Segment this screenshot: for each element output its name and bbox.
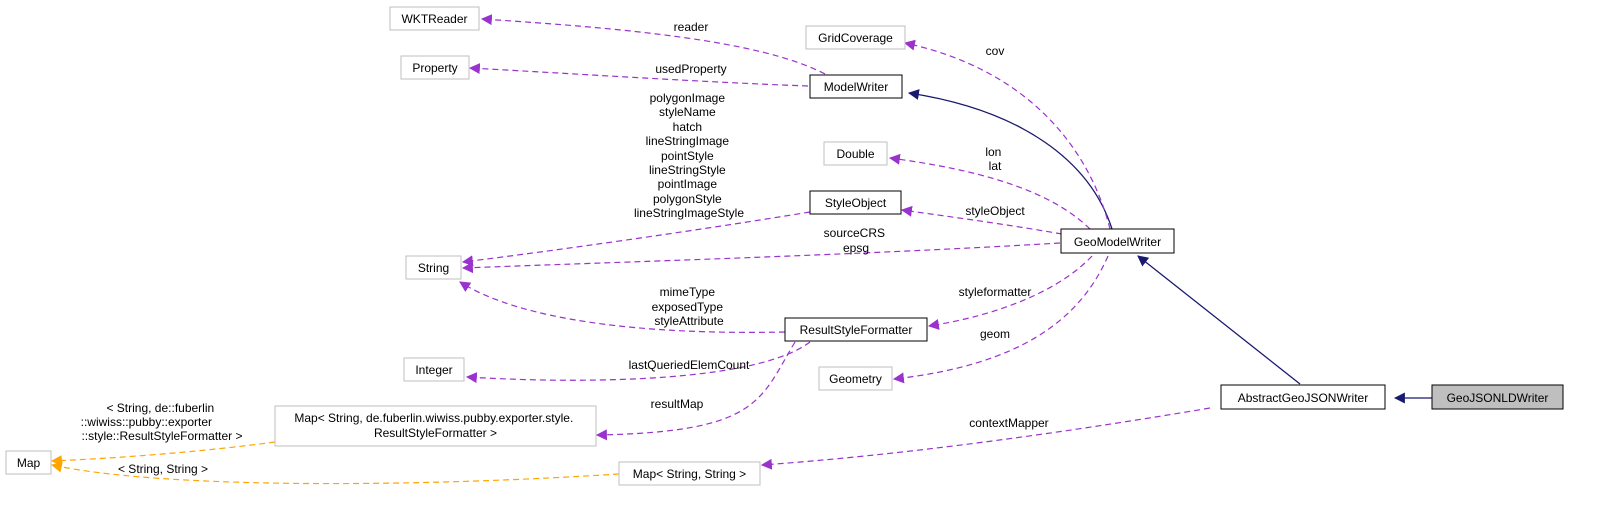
svg-text:GeoModelWriter: GeoModelWriter: [1074, 235, 1161, 249]
svg-text:GridCoverage: GridCoverage: [818, 31, 893, 45]
edge-label-reader: reader: [674, 20, 709, 34]
node-double[interactable]: Double: [823, 141, 888, 166]
node-geomodelwriter[interactable]: GeoModelWriter: [1060, 228, 1175, 254]
node-modelwriter[interactable]: ModelWriter: [809, 74, 903, 99]
edge-label-geom: geom: [980, 327, 1010, 341]
edge-mapstring-to-map: [50, 461, 620, 485]
node-geometry[interactable]: Geometry: [818, 366, 893, 391]
svg-text:StyleObject: StyleObject: [825, 196, 887, 210]
edge-label-styleobject: styleObject: [965, 204, 1025, 218]
edge-label-usedproperty: usedProperty: [655, 62, 726, 76]
node-property[interactable]: Property: [400, 55, 470, 80]
svg-text:Integer: Integer: [415, 363, 452, 377]
node-map-string-resultstyleformatter[interactable]: Map< String, de.fuberlin.wiwiss.pubby.ex…: [274, 405, 597, 447]
node-integer[interactable]: Integer: [403, 357, 465, 382]
edge-label-lon-lat: lon lat: [985, 145, 1004, 173]
svg-text:ResultStyleFormatter: ResultStyleFormatter: [800, 323, 913, 337]
node-abstractgeojsonwriter[interactable]: AbstractGeoJSONWriter: [1220, 384, 1386, 410]
svg-text:GeoJSONLDWriter: GeoJSONLDWriter: [1447, 391, 1549, 405]
svg-text:ModelWriter: ModelWriter: [824, 80, 888, 94]
edge-label-lastqueriedelemcount: lastQueriedElemCount: [629, 358, 750, 372]
edge-geomodelwriter-styleobject: [900, 205, 1063, 235]
edge-label-string-from-formatter: mimeType exposedType styleAttribute: [652, 285, 727, 328]
edge-label-styleformatter: styleformatter: [959, 285, 1032, 299]
edge-modelwriter-usedproperty-property: [468, 63, 809, 87]
svg-text:Map< String, String >: Map< String, String >: [633, 467, 746, 481]
edge-resultstyleformatter-resultmap-map: [595, 341, 796, 441]
node-gridcoverage[interactable]: GridCoverage: [805, 25, 906, 50]
edge-abstractgeojsonwriter-contextmapper-mapstring: [760, 407, 1211, 470]
edge-styleobject-to-string: [461, 211, 811, 267]
svg-text:AbstractGeoJSONWriter: AbstractGeoJSONWriter: [1238, 391, 1368, 405]
edge-label-sourcecrs-epsg: sourceCRS epsg: [824, 226, 889, 255]
svg-text:WKTReader: WKTReader: [401, 12, 467, 26]
edge-geomodelwriter-to-modelwriter: [907, 89, 1113, 230]
edge-geomodelwriter-styleformatter-resultstyleformatter: [927, 255, 1093, 330]
edge-label-string-from-styleobject: polygonImage styleName hatch lineStringI…: [634, 91, 744, 220]
edge-geomodelwriter-sourcecrs-epsg-string: [461, 242, 1061, 274]
node-geojsonldwriter[interactable]: GeoJSONLDWriter: [1431, 384, 1564, 410]
svg-text:Map< String, de.fuberlin.wiwis: Map< String, de.fuberlin.wiwiss.pubby.ex…: [294, 411, 576, 440]
svg-text:Map: Map: [17, 456, 41, 470]
svg-text:String: String: [418, 261, 449, 275]
svg-text:Property: Property: [412, 61, 457, 75]
edge-geomodelwriter-lonlat-double: [888, 153, 1091, 230]
edge-abstractgeojsonwriter-to-geomodelwriter: [1137, 255, 1301, 385]
edge-resultstyleformatter-lastqueried-integer: [465, 341, 811, 384]
edge-resultstyleformatter-to-string: [459, 281, 786, 333]
edge-geomodelwriter-geom-geometry: [892, 255, 1109, 384]
node-wktreader[interactable]: WKTReader: [389, 6, 480, 31]
node-map-string-string[interactable]: Map< String, String >: [618, 461, 761, 486]
node-string[interactable]: String: [405, 255, 462, 280]
node-resultstyleformatter[interactable]: ResultStyleFormatter: [784, 317, 928, 342]
edge-label-template-formatter: < String, de::fuberlin ::wiwiss::pubby::…: [81, 401, 243, 443]
edge-modelwriter-reader-wktreader: [480, 14, 826, 75]
svg-text:Double: Double: [836, 147, 874, 161]
svg-text:Geometry: Geometry: [829, 372, 882, 386]
node-map[interactable]: Map: [5, 450, 52, 475]
edge-geomodelwriter-cov-gridcoverage: [903, 39, 1111, 230]
edge-label-resultmap: resultMap: [651, 397, 704, 411]
edge-label-template-string: < String, String >: [118, 462, 208, 476]
edge-mapformatter-to-map: [50, 441, 276, 467]
edge-label-cov: cov: [986, 44, 1005, 58]
edge-label-contextmapper: contextMapper: [969, 416, 1048, 430]
node-styleobject[interactable]: StyleObject: [809, 190, 902, 215]
